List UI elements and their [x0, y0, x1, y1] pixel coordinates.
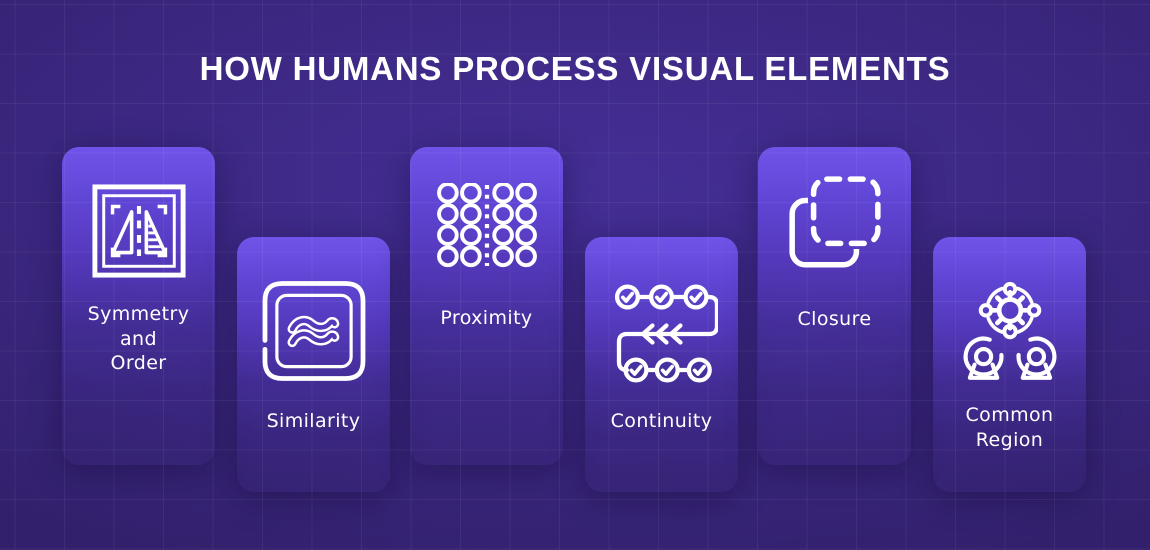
page-title: HOW HUMANS PROCESS VISUAL ELEMENTS	[199, 50, 951, 87]
label-line: Continuity	[610, 410, 713, 432]
label-line: Proximity	[440, 307, 533, 329]
label-line: Symmetry	[87, 303, 190, 325]
similarity-icon	[262, 281, 366, 381]
label-line: Common	[965, 404, 1054, 426]
label-line: Closure	[797, 308, 872, 330]
proximity-icon	[435, 183, 539, 268]
card-common-region: Common Region	[933, 237, 1086, 492]
card-similarity: Similarity	[237, 237, 390, 492]
card-label-continuity: Continuity	[611, 409, 713, 434]
card-continuity: Continuity	[585, 237, 738, 492]
continuity-icon	[606, 279, 718, 386]
card-label-proximity: Proximity	[440, 306, 532, 331]
card-label-common-region: Common Region	[966, 403, 1054, 452]
symmetry-order-icon	[90, 182, 188, 280]
label-line: Similarity	[266, 410, 361, 432]
card-label-closure: Closure	[798, 307, 872, 332]
card-proximity: Proximity	[410, 147, 563, 465]
label-line: and	[120, 327, 157, 350]
closure-icon	[784, 173, 886, 275]
card-symmetry-and-order: Symmetry and Order	[62, 147, 215, 465]
card-closure: Closure	[758, 147, 911, 465]
label-line: Region	[975, 428, 1044, 451]
card-label-symmetry-and-order: Symmetry and Order	[88, 302, 190, 376]
common-region-icon	[958, 282, 1062, 383]
label-line: Order	[110, 352, 167, 374]
card-label-similarity: Similarity	[267, 409, 361, 434]
